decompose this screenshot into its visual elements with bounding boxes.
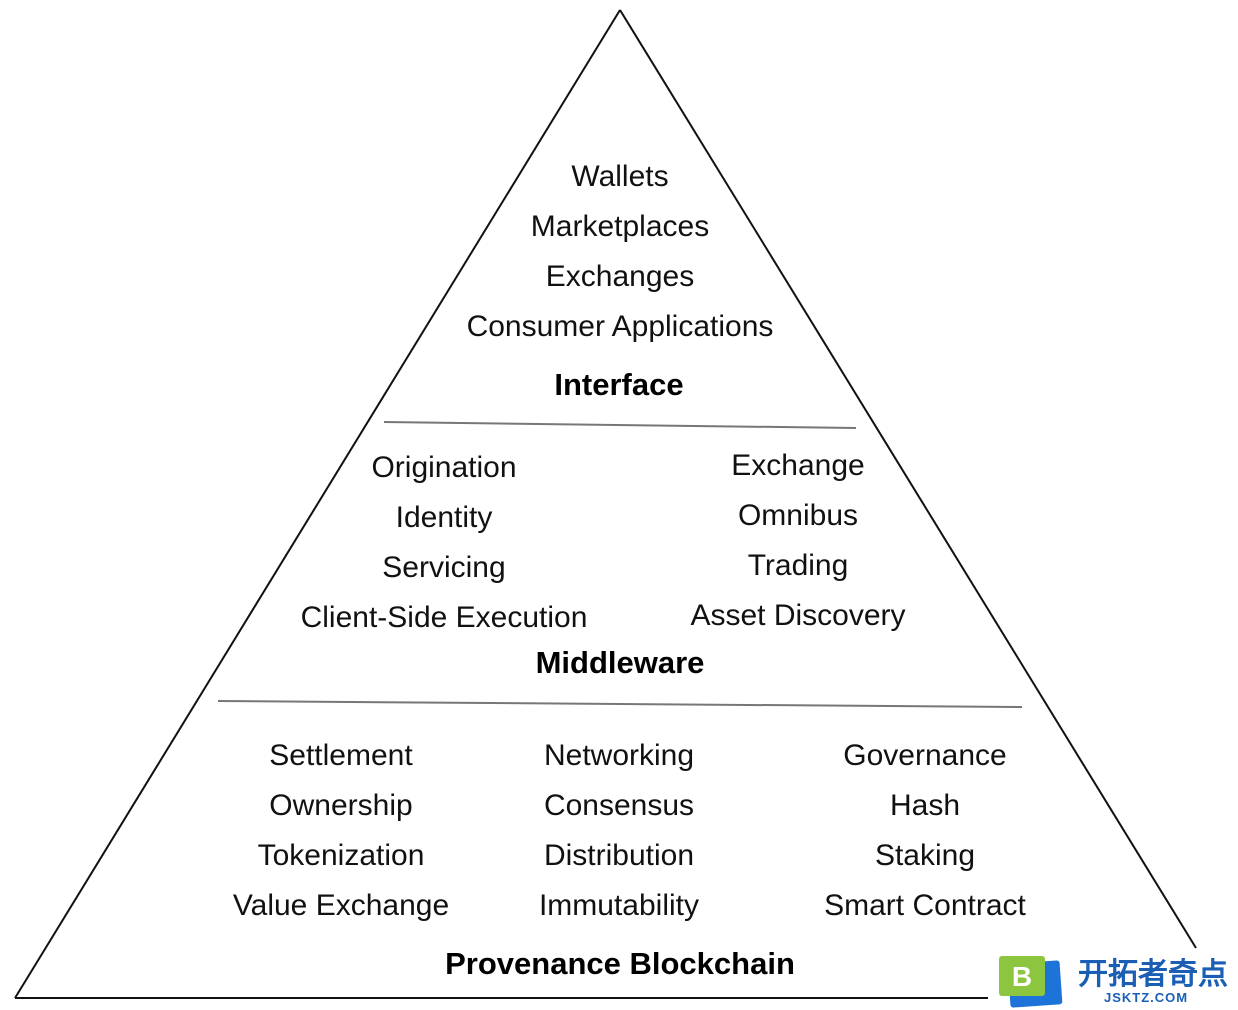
- blockchain-col1-item: Settlement: [269, 739, 413, 772]
- middleware-right-item: Exchange: [731, 449, 864, 482]
- blockchain-col3-item: Hash: [890, 789, 960, 822]
- pyramid-right-edge: [619, 9, 1197, 949]
- blockchain-col1-item: Value Exchange: [233, 889, 449, 922]
- interface-item: Exchanges: [546, 260, 694, 293]
- blockchain-col2-item: Consensus: [544, 789, 694, 822]
- blockchain-title: Provenance Blockchain: [445, 946, 795, 981]
- blockchain-col1-item: Ownership: [269, 789, 412, 822]
- middleware-right-item: Omnibus: [738, 499, 858, 532]
- middleware-right-item: Asset Discovery: [690, 599, 905, 632]
- blockchain-col3-item: Staking: [875, 839, 975, 872]
- watermark-domain: JSKTZ.COM: [1104, 990, 1188, 1005]
- interface-title: Interface: [554, 367, 683, 402]
- interface-item: Marketplaces: [531, 210, 709, 243]
- watermark-name: 开拓者奇点: [1078, 958, 1228, 991]
- blockchain-col2-item: Immutability: [539, 889, 699, 922]
- middleware-right-item: Trading: [748, 549, 849, 582]
- middleware-layer: Origination Identity Servicing Client-Si…: [301, 449, 906, 680]
- blockchain-col3-item: Governance: [843, 739, 1006, 772]
- svg-text:B: B: [1012, 961, 1032, 992]
- blockchain-layer: Settlement Ownership Tokenization Value …: [233, 739, 1027, 981]
- blockchain-col2-item: Networking: [544, 739, 694, 772]
- blockchain-col3-item: Smart Contract: [824, 889, 1026, 922]
- interface-item: Wallets: [571, 160, 668, 193]
- interface-layer: Wallets Marketplaces Exchanges Consumer …: [467, 160, 774, 402]
- middleware-title: Middleware: [536, 645, 705, 680]
- divider-interface-middleware: [383, 421, 857, 429]
- blockchain-col1-item: Tokenization: [258, 839, 425, 872]
- middleware-left-item: Servicing: [382, 551, 505, 584]
- blockchain-col2-item: Distribution: [544, 839, 694, 872]
- watermark-b-icon: B: [999, 956, 1063, 1008]
- pyramid-left-edge: [14, 9, 621, 999]
- divider-middleware-blockchain: [217, 700, 1023, 708]
- middleware-left-item: Identity: [396, 501, 493, 534]
- middleware-left-item: Origination: [371, 451, 516, 484]
- watermark-logo: B 开拓者奇点 JSKTZ.COM: [999, 956, 1228, 1008]
- middleware-left-item: Client-Side Execution: [301, 601, 588, 634]
- interface-item: Consumer Applications: [467, 310, 774, 343]
